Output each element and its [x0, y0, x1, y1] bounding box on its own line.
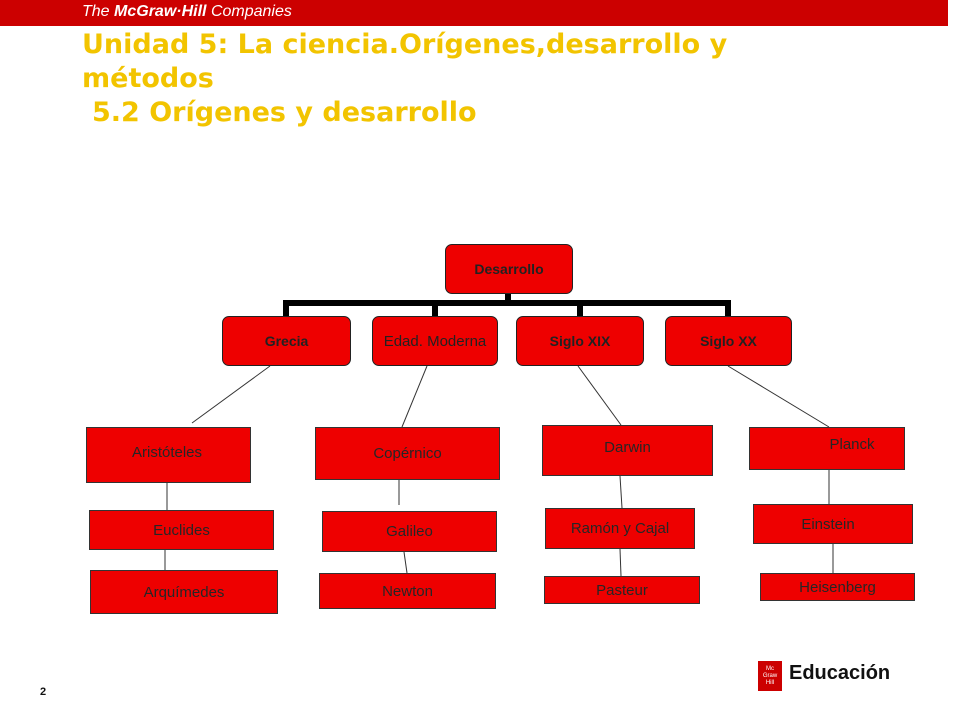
brand-name: McGraw·Hill — [114, 3, 207, 20]
page-number: 2 — [40, 686, 47, 698]
link-sigloxix — [577, 365, 622, 426]
root-node-desarrollo: Desarrollo — [445, 244, 573, 294]
person-node-heisenberg: Heisenberg — [760, 573, 915, 601]
educacion-wordmark: Educación — [789, 662, 891, 684]
person-node-newton: Newton — [319, 573, 496, 609]
header-bar-cap — [948, 0, 960, 26]
mcgraw-hill-logo: Mc Graw Hill — [758, 661, 782, 691]
period-node-siglo-xix: Siglo XIX — [516, 316, 644, 366]
publisher-brand: The McGraw·Hill Companies — [82, 3, 292, 21]
person-node-arquimedes: Arquímedes — [90, 570, 278, 614]
link-darwin-ramon — [619, 475, 623, 509]
person-node-aristoteles: Aristóteles — [86, 427, 251, 483]
period-node-siglo-xx: Siglo XX — [665, 316, 792, 366]
logo-line-2: Graw — [762, 672, 778, 679]
link-moderna — [401, 365, 428, 428]
logo-line-1: Mc — [766, 665, 774, 672]
title-subtitle: 5.2 Orígenes y desarrollo — [92, 97, 477, 128]
person-node-euclides: Euclides — [89, 510, 274, 550]
brand-suffix: Companies — [210, 3, 292, 20]
logo-line-3: Hill — [765, 679, 775, 686]
person-node-einstein: Einstein — [753, 504, 913, 544]
slide-title: Unidad 5: La ciencia.Orígenes,desarrollo… — [82, 28, 942, 130]
period-node-edad-moderna: Edad. Moderna — [372, 316, 498, 366]
hierarchy-bracket — [283, 288, 731, 318]
person-node-ramon-y-cajal: Ramón y Cajal — [545, 508, 695, 549]
person-node-darwin: Darwin — [542, 425, 713, 476]
brand-prefix: The — [82, 3, 110, 20]
period-node-grecia: Grecia — [222, 316, 351, 366]
person-node-pasteur: Pasteur — [544, 576, 700, 604]
title-line-1: Unidad 5: La ciencia.Orígenes,desarrollo… — [82, 29, 728, 60]
link-grecia — [191, 365, 271, 424]
person-node-galileo: Galileo — [322, 511, 497, 552]
title-line-2: métodos — [82, 63, 214, 94]
person-node-copernico: Copérnico — [315, 427, 500, 480]
link-sigloxx — [727, 365, 830, 428]
link-galileo-newton — [403, 551, 408, 574]
header-bar: The McGraw·Hill Companies — [0, 0, 960, 26]
person-node-planck: Planck — [749, 427, 905, 470]
person-links — [164, 365, 834, 577]
link-ramon-pasteur — [619, 548, 622, 577]
